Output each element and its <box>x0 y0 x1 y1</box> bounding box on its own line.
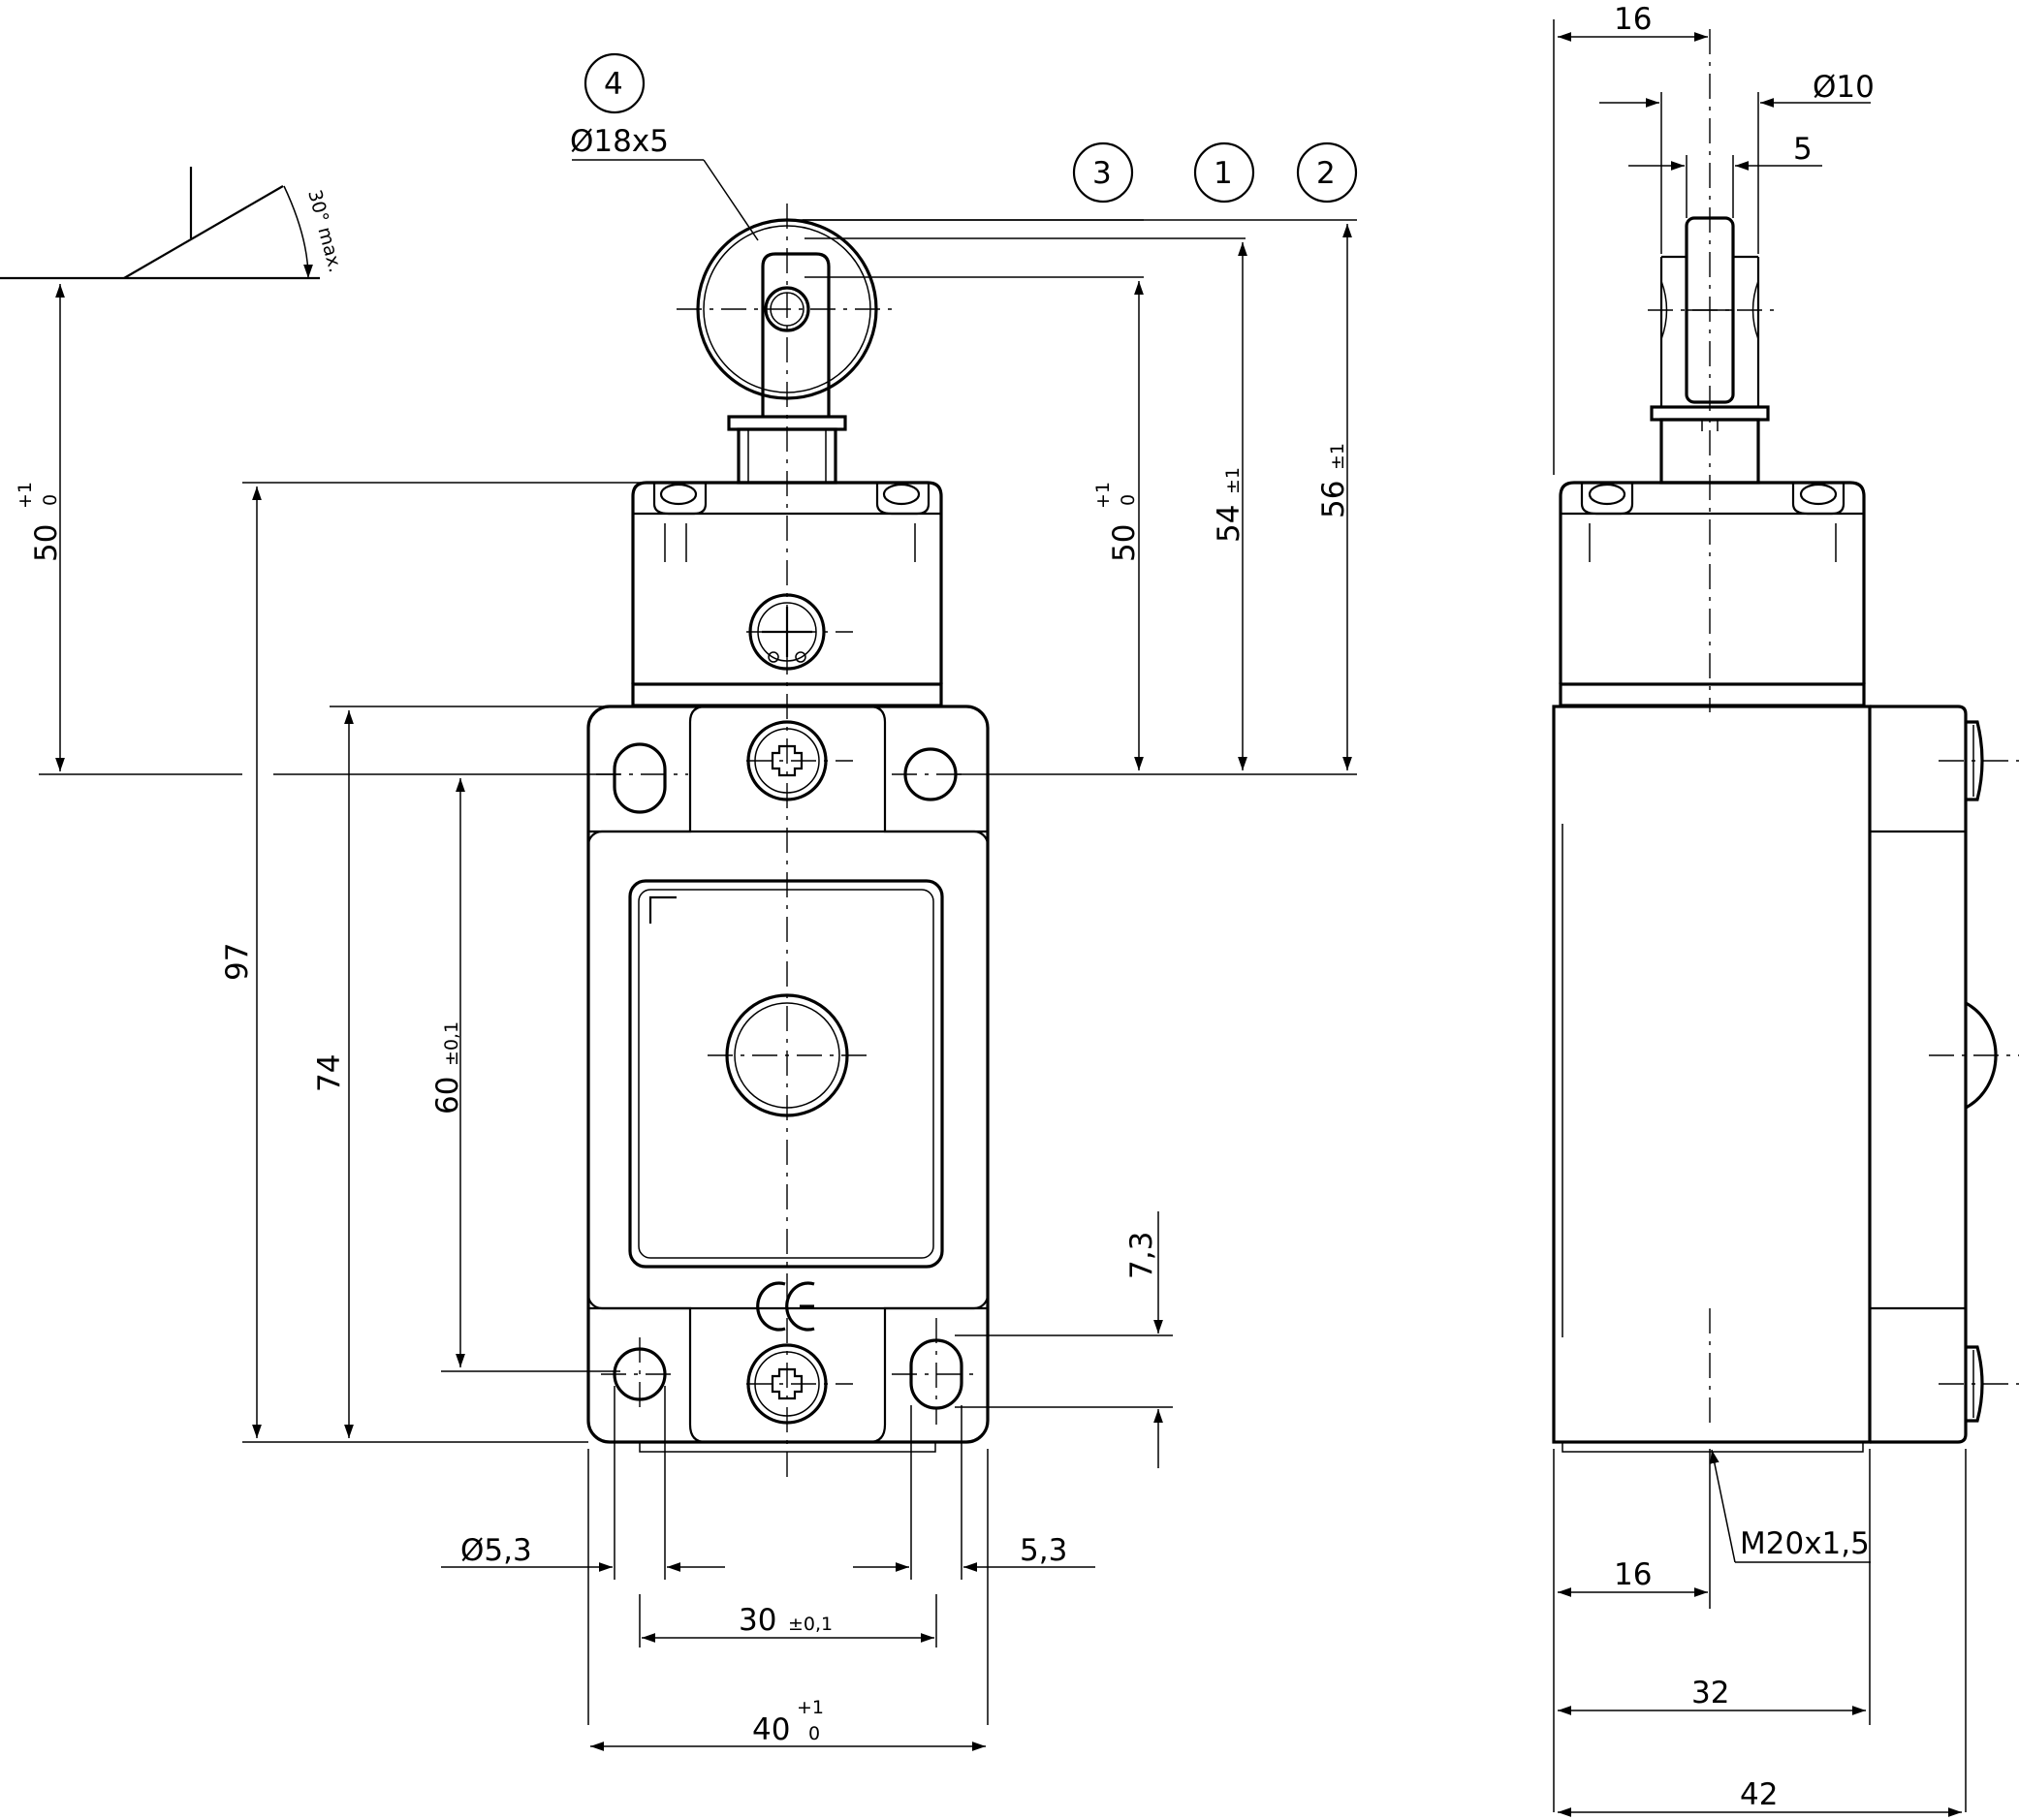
side-dimensions: 16 Ø10 5 M20x1,5 16 32 42 <box>1553 2 1967 1817</box>
dim-roller-travel: 50 +1 0 <box>15 284 242 775</box>
dim-74: 74 <box>312 1054 347 1092</box>
side-dim-bottom-16: 16 <box>1614 1557 1652 1592</box>
dim-60: 60 <box>430 1077 465 1114</box>
side-dim-d10: Ø10 <box>1813 70 1875 105</box>
roller-travel-value: 50 <box>29 524 64 562</box>
side-view <box>1552 29 2019 1453</box>
side-dim-42: 42 <box>1740 1777 1778 1812</box>
dim-50-tol-lower: 0 <box>1118 494 1139 506</box>
dim-30-tol: ±0,1 <box>788 1614 833 1635</box>
callout-3-text: 3 <box>1092 156 1112 191</box>
dim-97: 97 <box>220 943 255 981</box>
dim-40-tol-lower: 0 <box>808 1723 820 1744</box>
dim-7-3: 7,3 <box>1124 1232 1159 1279</box>
callout-1: 1 <box>1193 141 1255 204</box>
actuation-angle-sketch: 30° max. <box>0 167 346 280</box>
callout-3: 3 <box>1072 141 1134 204</box>
dim-56-tol: ±1 <box>1327 443 1348 470</box>
callout-1-text: 1 <box>1214 156 1233 191</box>
front-view <box>586 204 990 1483</box>
side-dim-32: 32 <box>1691 1676 1729 1710</box>
dim-56: 56 <box>1316 481 1351 518</box>
side-dim-5: 5 <box>1793 132 1813 167</box>
callout-4: 4 Ø18x5 <box>570 52 759 241</box>
dim-60-tol: ±0,1 <box>441 1021 462 1066</box>
callout-4-text: 4 <box>604 67 623 102</box>
callout-2: 2 <box>1296 141 1358 204</box>
dim-slot: 5,3 <box>1020 1533 1067 1568</box>
roller-travel-tol-upper: +1 <box>15 482 36 509</box>
front-dimensions: 97 74 60 ±0,1 50 +1 0 54 ±1 56 ±1 <box>220 219 1357 1751</box>
roller-label: Ø18x5 <box>570 124 669 159</box>
dim-hole: Ø5,3 <box>460 1533 532 1568</box>
callout-2-text: 2 <box>1316 156 1336 191</box>
side-dim-top-16: 16 <box>1614 2 1652 37</box>
dim-40: 40 <box>752 1712 790 1747</box>
dim-54-tol: ±1 <box>1222 467 1244 494</box>
angle-label: 30° max. <box>303 188 346 275</box>
dim-50-tol-upper: +1 <box>1092 482 1114 509</box>
roller-travel-tol-lower: 0 <box>40 494 61 506</box>
dim-50: 50 <box>1107 524 1142 562</box>
dim-30: 30 <box>739 1603 776 1638</box>
ce-mark <box>756 1281 815 1332</box>
conduit-label: M20x1,5 <box>1740 1526 1870 1561</box>
dim-54: 54 <box>1212 505 1246 543</box>
dim-40-tol-upper: +1 <box>797 1697 824 1718</box>
